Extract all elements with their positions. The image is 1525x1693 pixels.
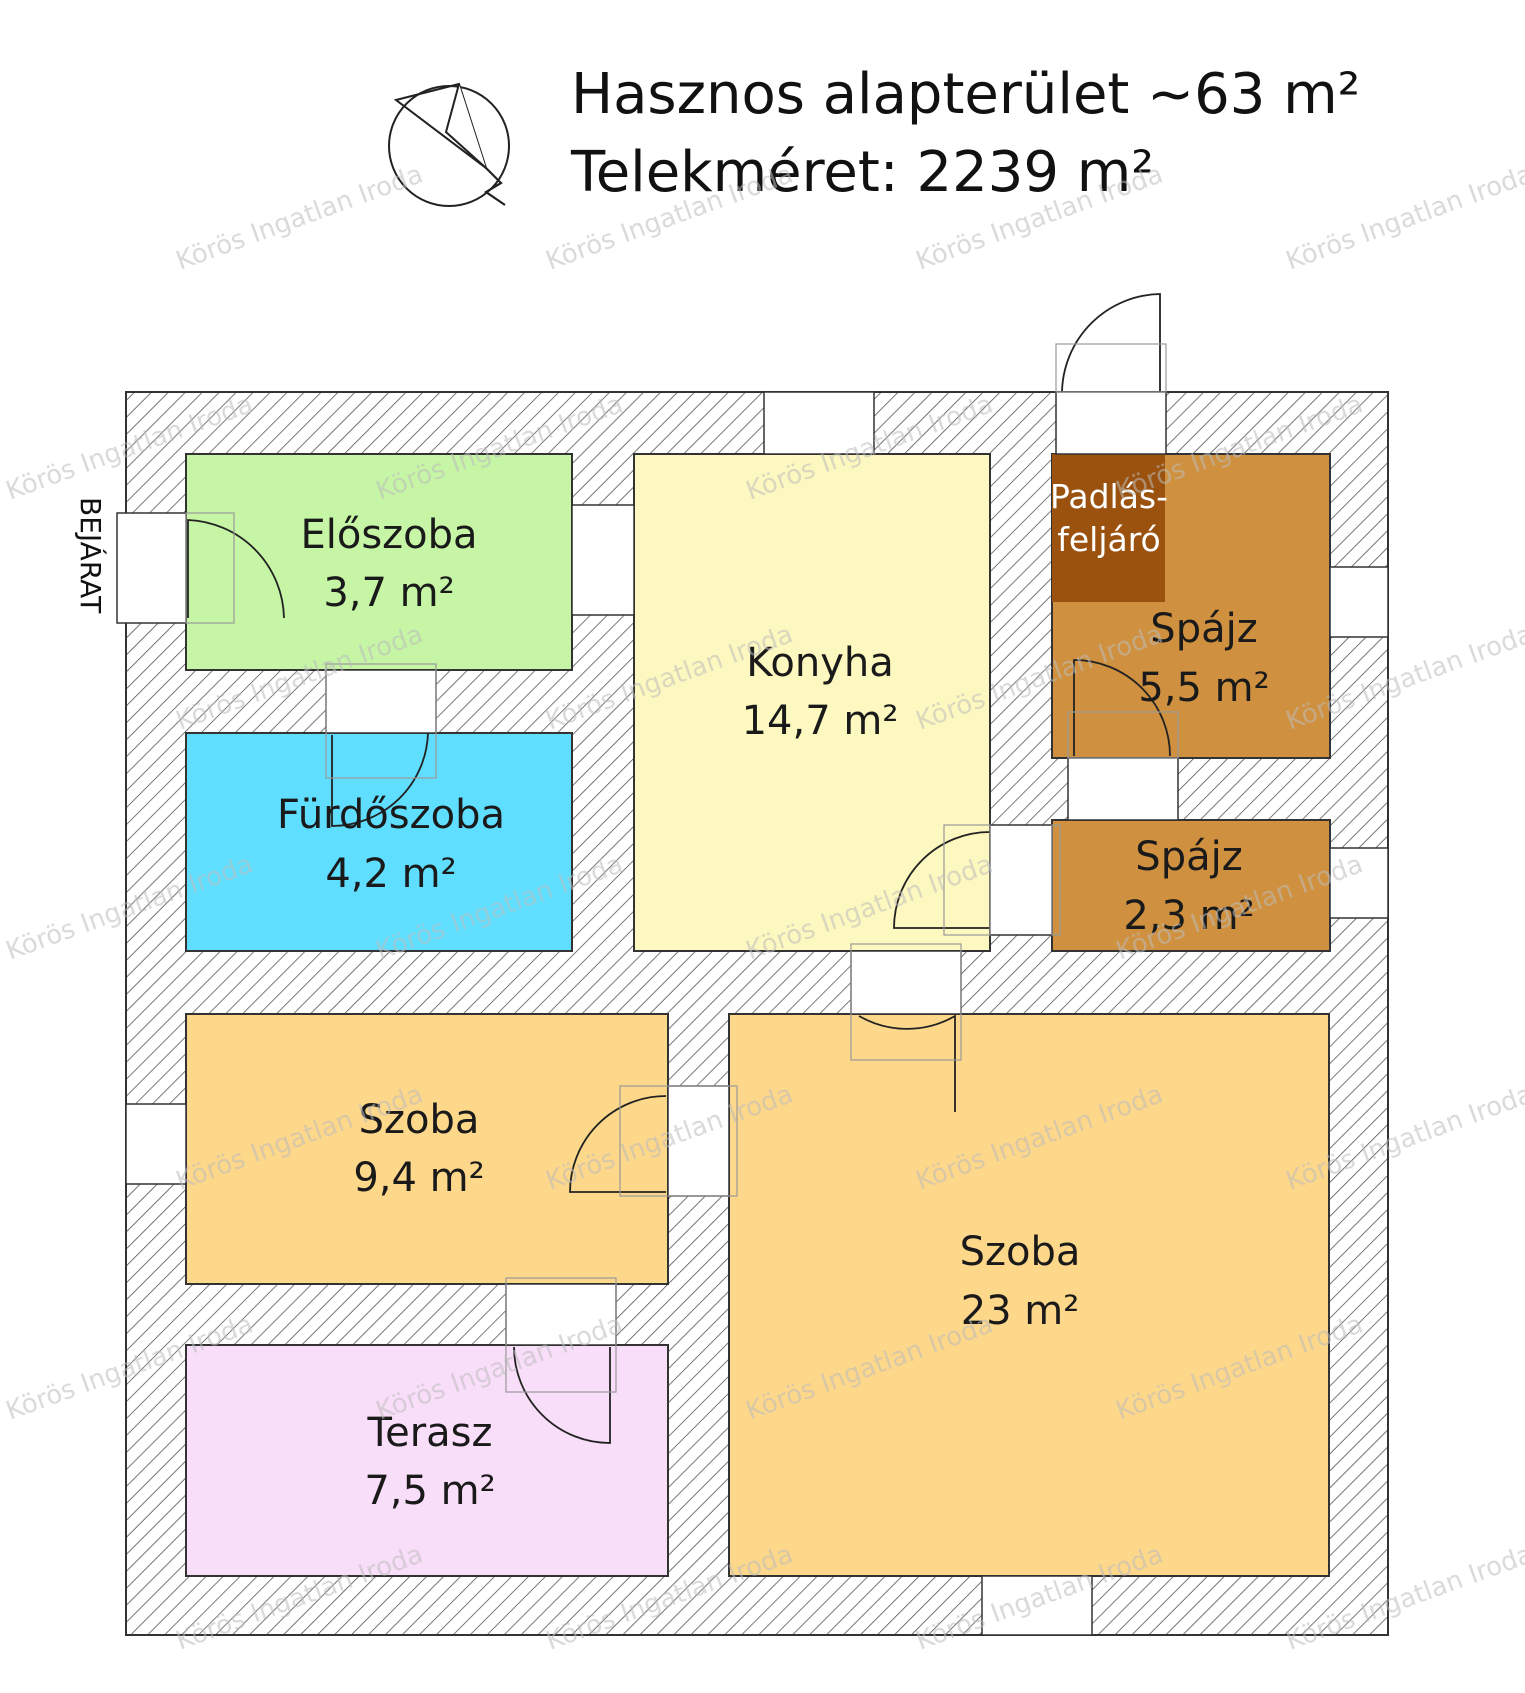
label-eloszoba-name: Előszoba <box>300 512 477 558</box>
door-room1 <box>569 1095 667 1193</box>
door-frame-pantry <box>1067 711 1179 759</box>
watermark-text: Körös Ingatlan Iroda <box>1282 159 1525 276</box>
north-arrow-icon <box>388 82 510 207</box>
label-eloszoba-area: 3,7 m² <box>323 570 454 616</box>
label-konyha-area: 14,7 m² <box>742 698 899 744</box>
door-frame-pantry2 <box>1051 824 1061 936</box>
room-szoba-2 <box>728 1013 1330 1577</box>
door-frame-kitchen <box>943 824 991 936</box>
label-spajz2-name: Spájz <box>1135 834 1242 880</box>
room-terasz <box>185 1344 669 1577</box>
label-padlas-line2: feljáró <box>1057 520 1161 559</box>
door-bathroom <box>331 732 429 827</box>
door-entrance <box>187 519 285 619</box>
watermark-text: Körös Ingatlan Iroda <box>172 159 427 276</box>
label-furdoszoba-area: 4,2 m² <box>325 851 456 897</box>
label-szoba1-name: Szoba <box>359 1097 480 1143</box>
label-spajz1-name: Spájz <box>1150 606 1257 652</box>
door-kitchen <box>893 831 991 929</box>
label-padlas-line1: Padlás- <box>1050 477 1168 516</box>
door-frame-entrance <box>185 512 235 624</box>
door-large-room <box>858 1014 956 1112</box>
watermark-text: Körös Ingatlan Iroda <box>912 159 1167 276</box>
label-szoba2-area: 23 m² <box>961 1288 1080 1334</box>
entrance-label: BEJÁRAT <box>74 497 108 614</box>
door-terrace <box>513 1346 611 1444</box>
plot-size-title: Telekméret: 2239 m² <box>571 140 1154 205</box>
label-konyha-name: Konyha <box>746 640 894 686</box>
label-spajz1-area: 5,5 m² <box>1138 665 1269 711</box>
room-szoba-1 <box>185 1013 669 1285</box>
watermark-text: Körös Ingatlan Iroda <box>542 159 797 276</box>
label-terasz-area: 7,5 m² <box>364 1468 495 1514</box>
door-frame-large-room <box>850 943 962 1061</box>
door-swings <box>185 293 1179 1444</box>
label-spajz2-area: 2,3 m² <box>1123 893 1254 939</box>
door-frame-exterior-top <box>1055 343 1167 393</box>
room-padlasfeljaro <box>1052 454 1165 602</box>
wall-openings <box>116 391 1389 1636</box>
label-szoba2-name: Szoba <box>960 1229 1081 1275</box>
door-pantry <box>1073 659 1171 757</box>
door-frame-bathroom <box>325 663 437 779</box>
room-spajz-2 <box>1051 819 1331 952</box>
door-frame-terrace <box>505 1277 617 1393</box>
label-szoba1-area: 9,4 m² <box>353 1155 484 1201</box>
room-furdoszoba <box>185 732 573 952</box>
label-terasz-name: Terasz <box>366 1410 492 1456</box>
door-exterior-top <box>1061 293 1161 393</box>
label-furdoszoba-name: Fürdőszoba <box>277 792 505 838</box>
useful-area-title: Hasznos alapterület ~63 m² <box>571 62 1361 127</box>
door-frame-room1 <box>619 1085 738 1197</box>
